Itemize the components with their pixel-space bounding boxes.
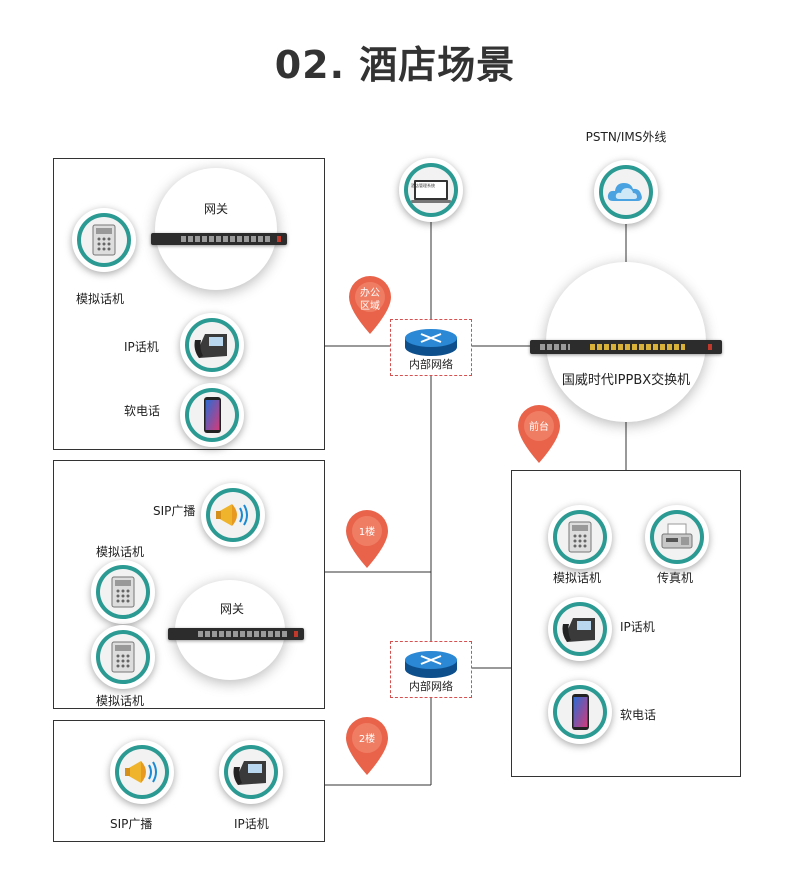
front-desk-analog-phone — [548, 505, 612, 569]
office-gateway-label: 网关 — [203, 202, 229, 216]
ippbx-label: 国威时代IPPBX交换机 — [561, 373, 691, 388]
floor1-gateway-device — [168, 628, 304, 640]
megaphone-icon — [216, 504, 248, 526]
smartphone-icon — [204, 397, 221, 433]
floor1-pin: 1楼 — [344, 510, 390, 570]
analog-phone-icon — [111, 641, 135, 673]
front-desk-ip-phone-label: IP话机 — [620, 620, 655, 634]
front-desk-pin: 前台 — [516, 405, 562, 465]
laptop-icon — [411, 180, 451, 203]
analog-phone-icon — [568, 521, 592, 553]
ip-phone-icon — [194, 334, 227, 358]
router-icon — [405, 329, 457, 356]
floor1-sip-speaker — [201, 483, 265, 547]
front-desk-ip-phone — [548, 597, 612, 661]
router-1-label: 内部网络 — [409, 358, 453, 371]
floor1-analog-phone-top — [91, 560, 155, 624]
floor1-analog-phone-top-label: 模拟话机 — [96, 545, 145, 559]
floor2-pin: 2楼 — [344, 717, 390, 777]
office-area-pin: 办公区域 — [347, 276, 393, 336]
megaphone-icon — [125, 761, 157, 783]
front-desk-soft-phone — [548, 680, 612, 744]
floor1-pin-label: 1楼 — [358, 527, 376, 538]
page-title: 02. 酒店场景 — [274, 43, 516, 87]
floor1-gateway-label: 网关 — [219, 602, 245, 616]
smartphone-icon — [572, 694, 589, 730]
floor2-ip-phone — [219, 740, 283, 804]
ip-phone-icon — [562, 618, 595, 642]
office-pin-line1: 办公 — [360, 288, 380, 299]
front-desk-fax — [645, 505, 709, 569]
fax-icon — [661, 523, 693, 549]
office-gateway-device — [151, 233, 287, 245]
floor1-sip-speaker-label: SIP广播 — [153, 504, 196, 518]
office-analog-phone-label: 模拟话机 — [76, 292, 125, 306]
internal-network-router-2: 内部网络 — [390, 641, 472, 698]
office-soft-phone — [180, 383, 244, 447]
ippbx-device — [530, 340, 722, 354]
office-soft-phone-label: 软电话 — [124, 404, 161, 418]
cloud-icon — [607, 183, 642, 201]
floor1-analog-phone-bottom-label: 模拟话机 — [96, 694, 145, 708]
external-line-label: PSTN/IMS外线 — [585, 130, 667, 144]
office-ip-phone — [180, 313, 244, 377]
hotel-system-node — [399, 158, 463, 222]
floor2-sip-speaker-label: SIP广播 — [110, 817, 153, 831]
ip-phone-icon — [233, 761, 266, 785]
pstn-cloud-node — [594, 160, 658, 224]
floor1-analog-phone-bottom — [91, 625, 155, 689]
front-desk-fax-label: 传真机 — [657, 571, 694, 585]
office-analog-phone — [72, 208, 136, 272]
analog-phone-icon — [111, 576, 135, 608]
office-pin-line2: 区域 — [360, 301, 380, 312]
hotel-system-label: 酒店管理系统 — [411, 183, 435, 188]
front-desk-analog-phone-label: 模拟话机 — [553, 571, 602, 585]
office-ip-phone-label: IP话机 — [124, 340, 159, 354]
internal-network-router-1: 内部网络 — [390, 319, 472, 376]
front-desk-soft-phone-label: 软电话 — [620, 708, 657, 722]
front-desk-pin-label: 前台 — [529, 422, 549, 433]
gateway-circle — [155, 168, 277, 290]
analog-phone-icon — [92, 224, 116, 256]
floor2-sip-speaker — [110, 740, 174, 804]
floor2-box — [53, 720, 325, 842]
router-2-label: 内部网络 — [409, 680, 453, 693]
floor2-pin-label: 2楼 — [358, 734, 376, 745]
floor2-ip-phone-label: IP话机 — [234, 817, 269, 831]
router-icon — [405, 651, 457, 678]
